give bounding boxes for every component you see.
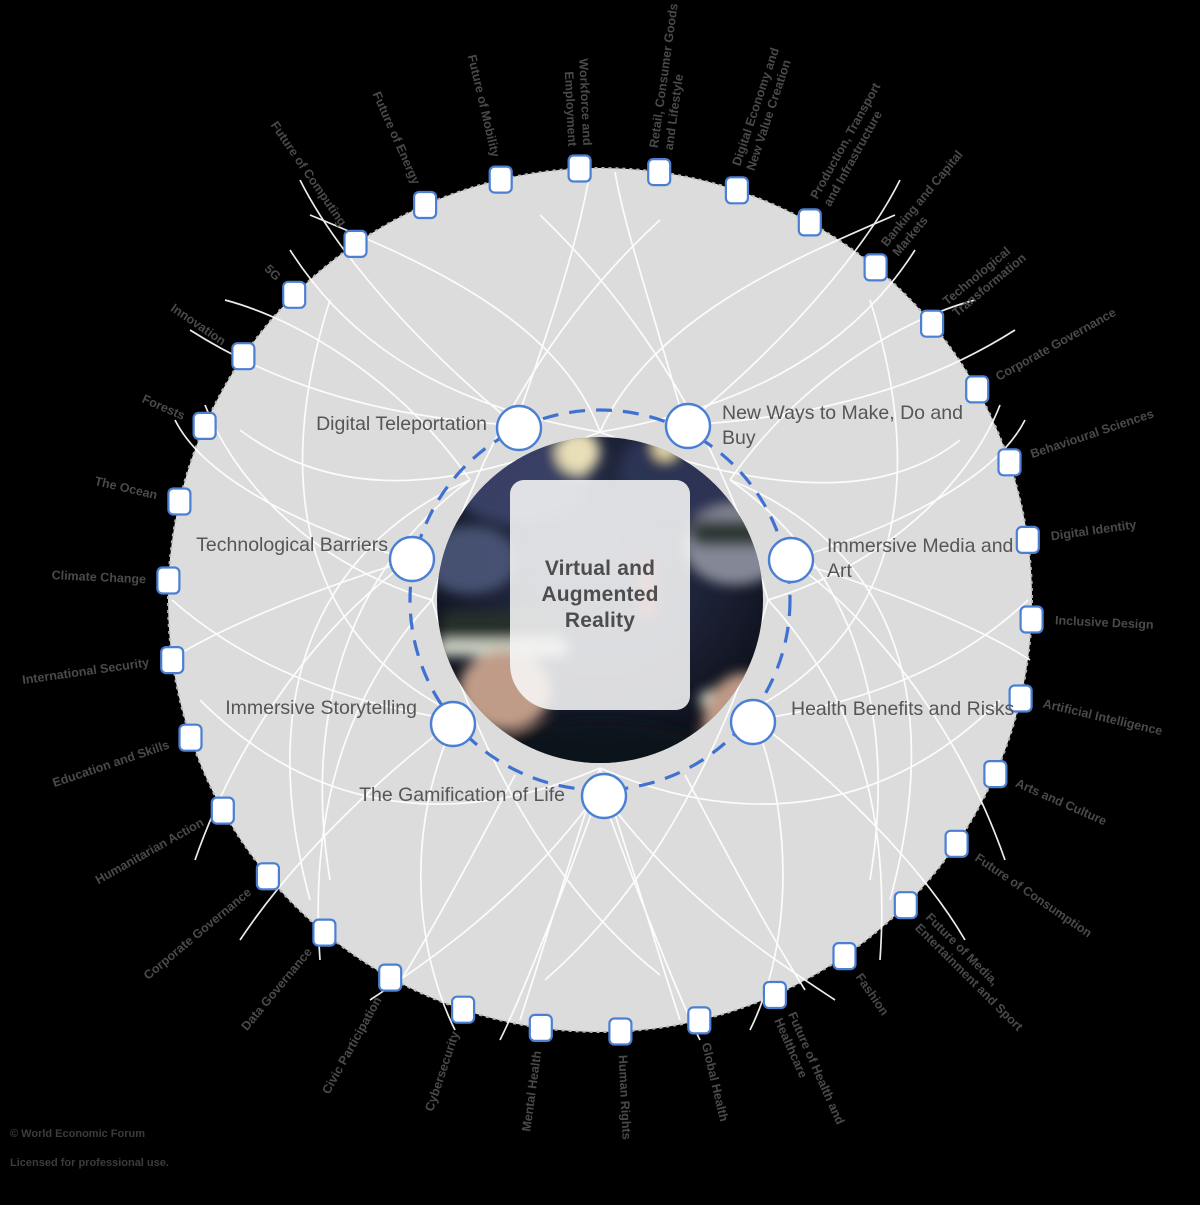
copyright-line-2: Licensed for professional use.: [10, 1157, 169, 1170]
inner-node: [495, 404, 543, 452]
inner-node: [388, 535, 436, 583]
outer-node-marker[interactable]: [231, 342, 256, 371]
outer-node-marker[interactable]: [413, 190, 438, 220]
outer-node-marker[interactable]: [255, 862, 280, 891]
outer-node-marker[interactable]: [608, 1017, 633, 1046]
outer-node-marker[interactable]: [192, 411, 217, 440]
outer-node-marker[interactable]: [343, 229, 368, 258]
inner-node: [729, 698, 777, 746]
outer-node-marker[interactable]: [983, 759, 1008, 789]
outer-node-marker[interactable]: [724, 176, 750, 205]
outer-node-marker[interactable]: [893, 891, 918, 920]
outer-node-marker[interactable]: [282, 280, 307, 309]
outer-node-marker[interactable]: [156, 566, 181, 595]
outer-node-marker[interactable]: [919, 309, 945, 338]
outer-node-marker[interactable]: [1019, 605, 1044, 634]
outer-node-marker[interactable]: [167, 487, 192, 516]
inner-label-new-ways[interactable]: New Ways to Make, Do and Buy: [722, 402, 963, 449]
outer-markers: [156, 154, 1044, 1046]
inner-label-gamification[interactable]: The Gamification of Life: [359, 784, 565, 806]
outer-node-marker[interactable]: [488, 165, 513, 194]
inner-label-immersive-media[interactable]: Immersive Media and Art: [827, 535, 1014, 582]
copyright-footer: © World Economic Forum Licensed for prof…: [10, 1112, 169, 1186]
inner-node: [580, 772, 628, 820]
inner-node: [664, 402, 712, 450]
inner-node: [429, 700, 477, 748]
outer-node-marker[interactable]: [997, 448, 1022, 477]
outer-node-marker[interactable]: [178, 723, 203, 752]
outer-node-marker[interactable]: [1008, 684, 1033, 713]
outer-node-marker[interactable]: [378, 963, 403, 992]
inner-node: [767, 536, 815, 584]
outer-node-marker[interactable]: [1015, 525, 1040, 555]
inner-label-immersive-storytelling[interactable]: Immersive Storytelling: [225, 697, 417, 719]
copyright-line-1: © World Economic Forum: [10, 1127, 146, 1140]
inner-label-health-benefits[interactable]: Health Benefits and Risks: [791, 698, 1015, 720]
outer-node-marker[interactable]: [832, 941, 857, 971]
outer-node-marker[interactable]: [210, 796, 235, 825]
outer-node-marker[interactable]: [944, 829, 969, 858]
outer-node-marker[interactable]: [312, 918, 337, 947]
outer-node-marker[interactable]: [863, 253, 888, 282]
outer-node-marker[interactable]: [647, 158, 672, 187]
outer-node-marker[interactable]: [687, 1006, 712, 1035]
center-title-text: Virtual and Augmented Reality: [541, 556, 659, 633]
outer-node-marker[interactable]: [965, 375, 990, 404]
outer-node-marker[interactable]: [528, 1013, 553, 1043]
outer-label[interactable]: Workforce and Employment: [560, 57, 594, 147]
inner-label-technological-barriers[interactable]: Technological Barriers: [196, 534, 388, 556]
outer-node-marker[interactable]: [762, 980, 788, 1010]
outer-node-marker[interactable]: [797, 208, 822, 237]
inner-nodes: [388, 402, 815, 820]
center-title-card[interactable]: Virtual and Augmented Reality: [510, 480, 690, 710]
inner-label-digital-teleportation[interactable]: Digital Teleportation: [316, 413, 487, 435]
outer-node-marker[interactable]: [451, 995, 476, 1024]
outer-node-marker[interactable]: [160, 645, 185, 675]
outer-node-marker[interactable]: [567, 154, 592, 183]
